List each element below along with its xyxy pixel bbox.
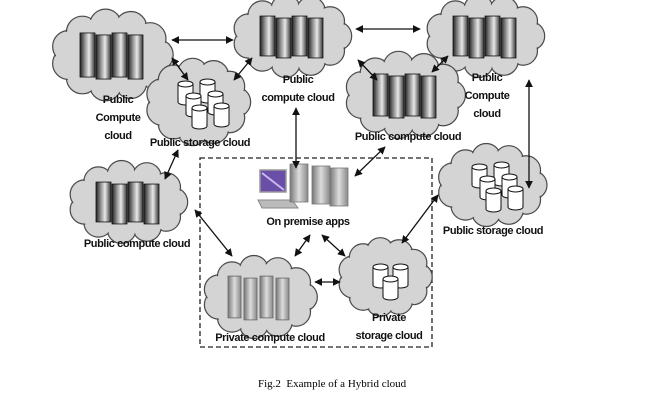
storage-cylinders-icon xyxy=(471,161,524,213)
label-public-storage-top: Public storage cloud xyxy=(149,137,251,149)
server-rack-icon xyxy=(452,15,517,59)
server-rack-icon xyxy=(227,275,290,321)
connection-arrow xyxy=(194,209,233,257)
label-public-storage-right: Public storage cloud xyxy=(442,225,544,237)
connection-arrow xyxy=(401,194,439,244)
server-rack-icon xyxy=(372,73,437,119)
public-storage-right-node xyxy=(438,142,548,228)
figure-caption: Fig.2 Example of a Hybrid cloud xyxy=(258,378,407,390)
server-rack-icon xyxy=(95,181,160,225)
label-private-compute: Private compute cloud xyxy=(215,332,325,344)
connection-arrow xyxy=(164,149,179,180)
public-compute-topleft-node xyxy=(52,8,174,102)
public-compute-middle-node xyxy=(345,50,467,140)
connection-arrow xyxy=(233,57,253,81)
storage-cylinders-icon xyxy=(177,78,230,130)
label-on-premise: On premise apps xyxy=(266,216,350,228)
private-compute-node xyxy=(203,254,318,340)
on-premise-node xyxy=(257,163,349,209)
connection-arrow xyxy=(431,55,449,73)
public-compute-topcenter-node xyxy=(233,0,353,79)
server-rack-icon xyxy=(259,15,324,59)
connection-arrow xyxy=(357,59,378,81)
storage-cylinders-icon xyxy=(372,263,409,301)
public-compute-left-node xyxy=(69,159,189,245)
label-public-compute-middle: Public compute cloud xyxy=(354,131,462,143)
label-public-compute-left: Public compute cloud xyxy=(83,238,191,250)
private-storage-node xyxy=(338,237,433,317)
connection-arrow xyxy=(354,146,386,177)
workstation-servers-icon xyxy=(257,163,349,209)
public-compute-topright-node xyxy=(426,0,546,79)
server-rack-icon xyxy=(79,32,144,80)
public-storage-top-node xyxy=(146,57,252,147)
connection-arrow xyxy=(321,234,346,257)
connection-arrow xyxy=(294,234,311,257)
connection-arrow xyxy=(171,57,189,81)
